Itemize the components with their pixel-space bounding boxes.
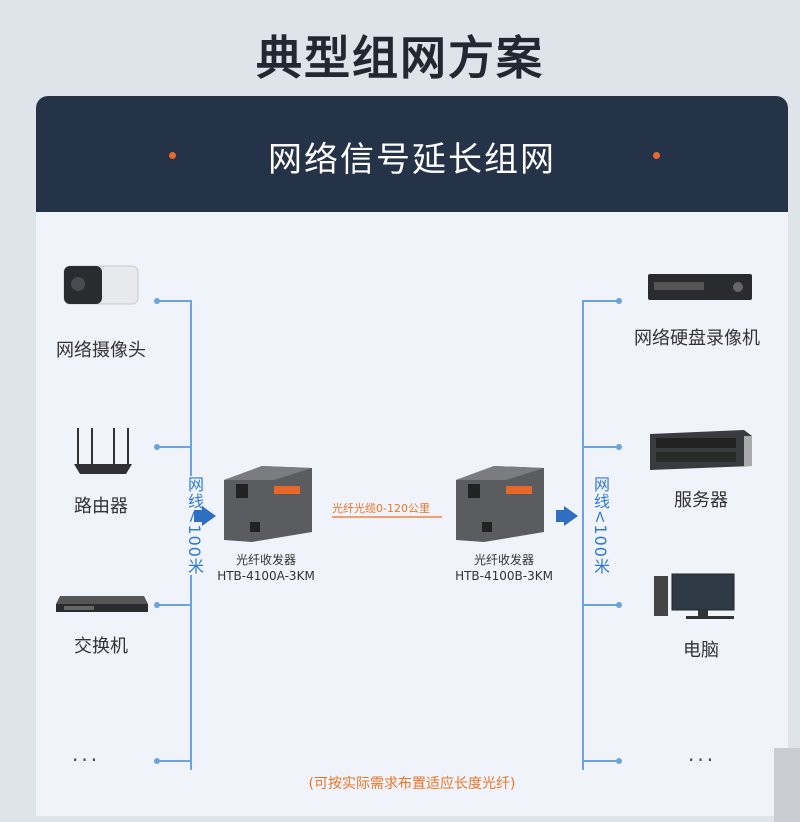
right-node-1 xyxy=(616,298,622,304)
device-label-router: 路由器 xyxy=(74,496,128,517)
banner-title: 网络信号延长组网 xyxy=(268,140,556,180)
converter-b-name: 光纤收发器 xyxy=(473,553,534,567)
right-node-2 xyxy=(616,444,622,450)
left-branch-4 xyxy=(158,760,192,762)
banner: 网络信号延长组网 xyxy=(36,96,788,212)
corner-overlay xyxy=(774,748,800,822)
fiber-converter-a-icon xyxy=(224,466,312,542)
device-label-server: 服务器 xyxy=(674,490,728,511)
cable-label-left: 网线<100米 xyxy=(182,476,206,575)
device-label-switch: 交换机 xyxy=(74,636,128,657)
device-label-nvr: 网络硬盘录像机 xyxy=(634,328,760,349)
fiber-converter-b-icon xyxy=(456,466,544,542)
fiber-label: 光纤光缆0-120公里 xyxy=(332,502,430,515)
right-node-3 xyxy=(616,602,622,608)
diagram-card: 网络信号延长组网 网络摄像头 路由器 交换机 ... 网线<100米 xyxy=(36,96,788,816)
cable-label-right: 网线<100米 xyxy=(588,476,612,575)
converter-a-name: 光纤收发器 xyxy=(235,553,296,567)
left-node-3 xyxy=(154,602,160,608)
left-branch-2 xyxy=(158,446,192,448)
left-branch-3 xyxy=(158,604,192,606)
device-label-camera: 网络摄像头 xyxy=(56,340,146,361)
arrow-left-body xyxy=(194,510,202,522)
converter-a-label: 光纤收发器 HTB-4100A-3KM xyxy=(196,552,336,584)
nvr-icon xyxy=(648,274,752,300)
right-bus-line xyxy=(582,300,584,770)
device-label-more-left: ... xyxy=(72,742,101,766)
arrow-right-icon-2 xyxy=(564,506,578,526)
left-node-4 xyxy=(154,758,160,764)
arrow-right-icon xyxy=(202,506,216,526)
left-node-2 xyxy=(154,444,160,450)
computer-icon xyxy=(654,573,735,619)
server-icon xyxy=(650,430,752,470)
device-label-computer: 电脑 xyxy=(683,640,719,661)
device-label-more-right: ... xyxy=(688,742,717,766)
router-icon xyxy=(74,428,132,474)
right-branch-4 xyxy=(584,760,618,762)
banner-dot-right xyxy=(653,152,660,159)
footnote: (可按实际需求布置适应长度光纤) xyxy=(308,776,516,792)
switch-icon xyxy=(56,596,148,612)
converter-a-model: HTB-4100A-3KM xyxy=(217,569,315,583)
left-node-1 xyxy=(154,298,160,304)
converter-b-label: 光纤收发器 HTB-4100B-3KM xyxy=(434,552,574,584)
left-branch-1 xyxy=(158,300,192,302)
fiber-link-line xyxy=(332,516,442,518)
right-branch-1 xyxy=(584,300,618,302)
right-branch-2 xyxy=(584,446,618,448)
converter-b-model: HTB-4100B-3KM xyxy=(455,569,553,583)
page-title: 典型组网方案 xyxy=(256,31,544,85)
camera-icon xyxy=(63,265,139,305)
arrow-right-body xyxy=(556,510,564,522)
right-branch-3 xyxy=(584,604,618,606)
banner-dot-left xyxy=(169,152,176,159)
right-node-4 xyxy=(616,758,622,764)
